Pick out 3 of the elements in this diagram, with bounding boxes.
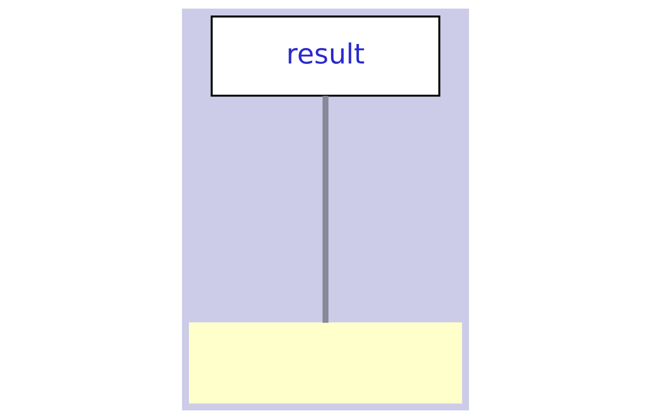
- node-box: [188, 322, 462, 404]
- node-box: result: [210, 16, 440, 97]
- connector: [322, 96, 328, 323]
